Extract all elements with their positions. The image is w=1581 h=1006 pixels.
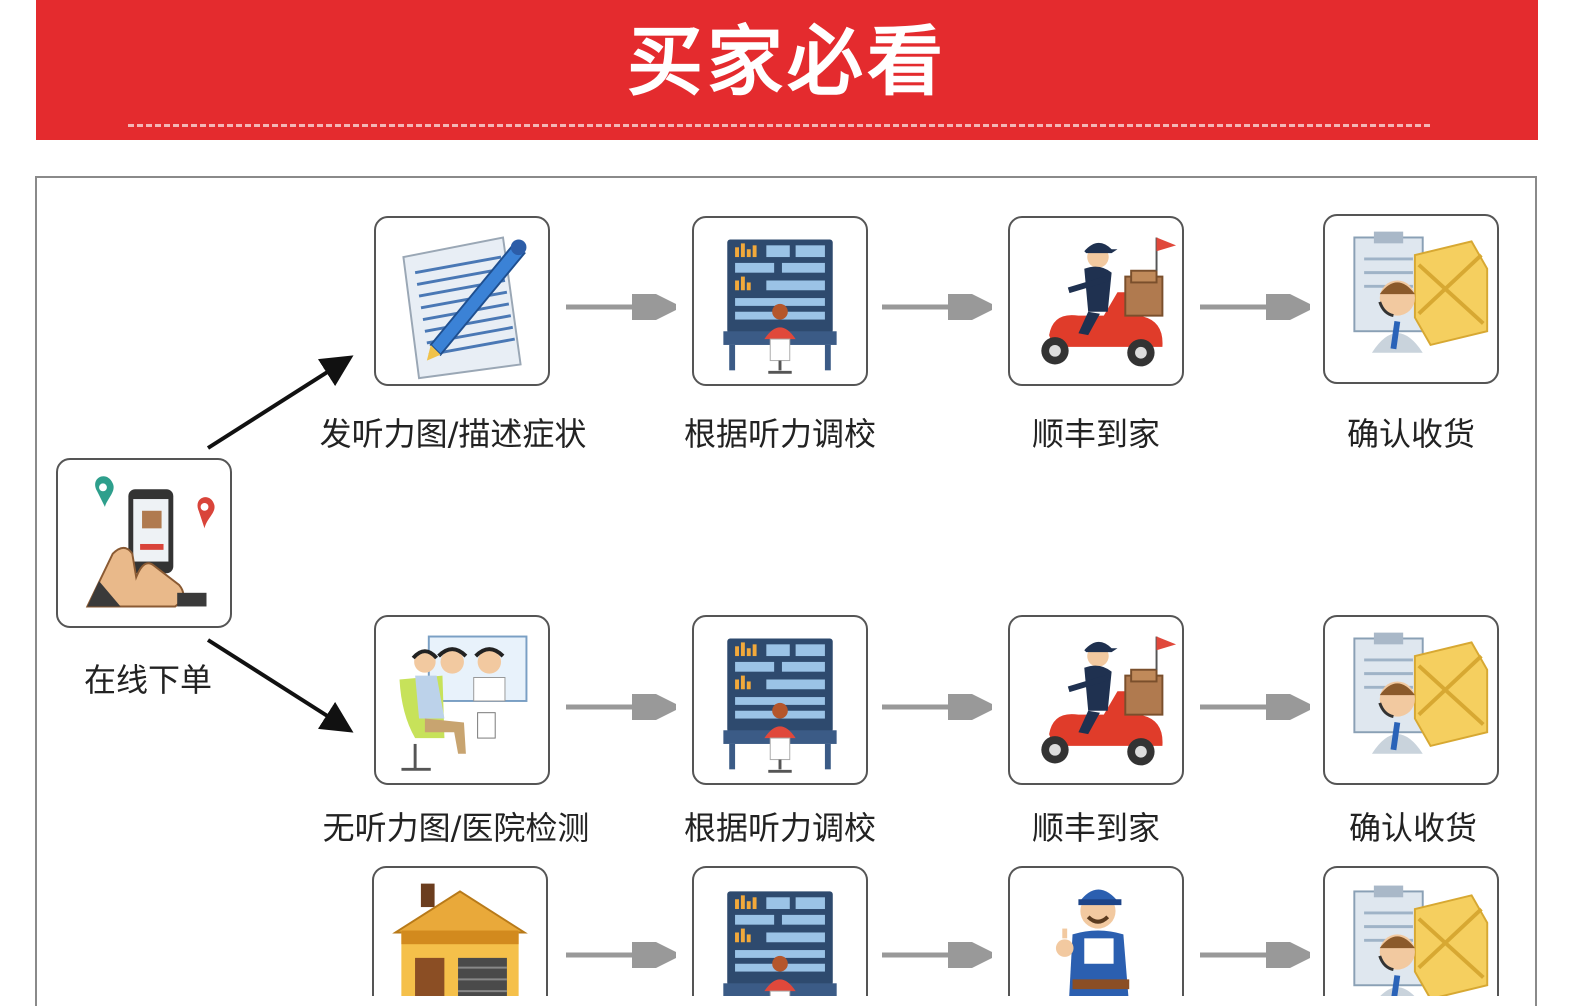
row1-step1-label: 发听力图/描述症状 <box>319 415 587 453</box>
title-banner: 买家必看 <box>36 0 1538 140</box>
row2-step4-label: 确认收货 <box>1348 809 1477 847</box>
row3-step3-card <box>1008 866 1184 996</box>
service-agent-crate-icon <box>1325 216 1497 382</box>
service-agent-crate-icon <box>1325 868 1497 996</box>
row2-step2-label: 根据听力调校 <box>683 809 876 847</box>
row1-step2-label: 根据听力调校 <box>683 415 876 453</box>
row2-step3-label: 顺丰到家 <box>1031 809 1160 847</box>
row2-arrow-3 <box>1200 694 1310 720</box>
row3-arrow-1 <box>566 942 676 968</box>
row3-arrow-3 <box>1200 942 1310 968</box>
row2-step2-card <box>692 615 868 785</box>
branch-arrow-up <box>206 355 354 450</box>
branch-arrows <box>206 355 354 733</box>
row3-arrow-2 <box>882 942 992 968</box>
row2-step3-card <box>1008 615 1184 785</box>
row1-arrow-1 <box>566 294 676 320</box>
branch-arrow-down <box>206 638 354 733</box>
banner-divider <box>128 124 1430 127</box>
row1-step2-card <box>692 216 868 386</box>
courier-scooter-icon <box>1010 617 1182 783</box>
row2-arrow-1 <box>566 694 676 720</box>
row3-step1-card <box>372 866 548 996</box>
row1-arrow-2 <box>882 294 992 320</box>
row1-step3-label: 顺丰到家 <box>1031 415 1160 453</box>
courier-scooter-icon <box>1010 218 1182 384</box>
row1-step3-card <box>1008 216 1184 386</box>
repairman-icon <box>1010 868 1182 996</box>
control-console-icon <box>694 218 866 384</box>
page-title: 买家必看 <box>627 17 947 106</box>
service-agent-crate-icon <box>1325 617 1497 783</box>
control-console-icon <box>694 868 866 996</box>
row2-step1-card <box>374 615 550 785</box>
document-pencil-icon <box>376 218 548 384</box>
control-console-icon <box>694 617 866 783</box>
row1-step4-card <box>1323 214 1499 384</box>
row1-step4-label: 确认收货 <box>1346 415 1475 453</box>
start-label: 在线下单 <box>83 661 212 699</box>
row3-step4-card <box>1323 866 1499 996</box>
row2-arrow-2 <box>882 694 992 720</box>
start-card <box>56 458 232 628</box>
row1-step1-card <box>374 216 550 386</box>
store-house-icon <box>374 868 546 996</box>
row2-step4-card <box>1323 615 1499 785</box>
hearing-test-icon <box>376 617 548 783</box>
row3-step2-card <box>692 866 868 996</box>
row1-arrow-3 <box>1200 294 1310 320</box>
row2-step1-label: 无听力图/医院检测 <box>322 809 590 847</box>
